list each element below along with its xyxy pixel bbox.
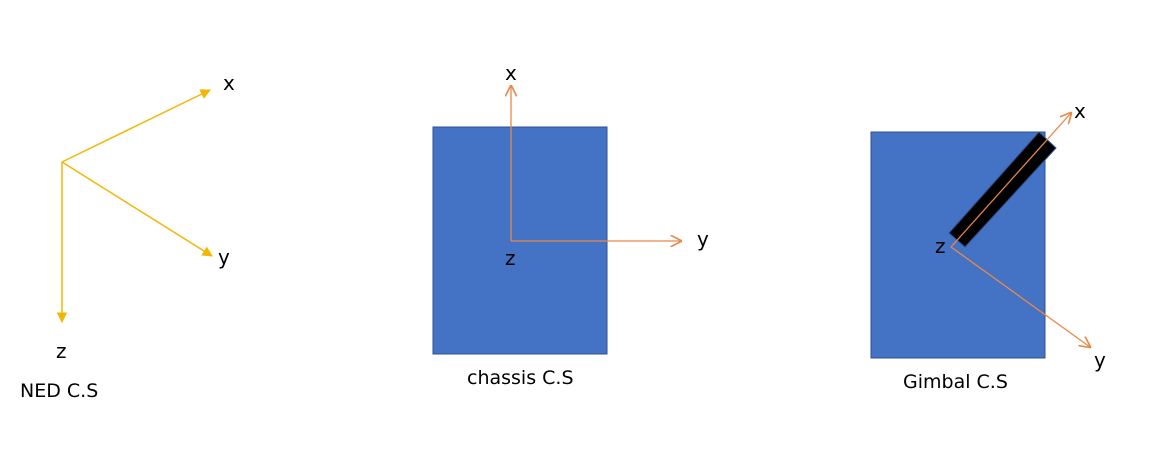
ned-z-label: z — [56, 339, 67, 363]
gimbal-x-axis — [950, 113, 1071, 248]
gimbal-z-label: z — [935, 234, 946, 258]
gimbal-y-label: y — [1094, 348, 1106, 372]
ned-caption: NED C.S — [20, 380, 99, 402]
ned-frame — [56, 89, 213, 324]
ned-x-axis — [61, 89, 211, 163]
gimbal-x-label: x — [1074, 99, 1086, 123]
chassis-z-label: z — [505, 246, 516, 270]
chassis-caption: chassis C.S — [467, 367, 574, 389]
gimbal-y-axis — [950, 246, 1090, 347]
gimbal-caption: Gimbal C.S — [903, 371, 1008, 393]
chassis-y-label: y — [697, 227, 709, 251]
chassis-x-label: x — [505, 61, 517, 85]
ned-x-label: x — [223, 71, 235, 95]
gimbal-frame — [870, 113, 1090, 359]
chassis-frame — [432, 86, 681, 355]
ned-y-label: y — [218, 245, 230, 269]
ned-y-axis — [61, 161, 213, 257]
